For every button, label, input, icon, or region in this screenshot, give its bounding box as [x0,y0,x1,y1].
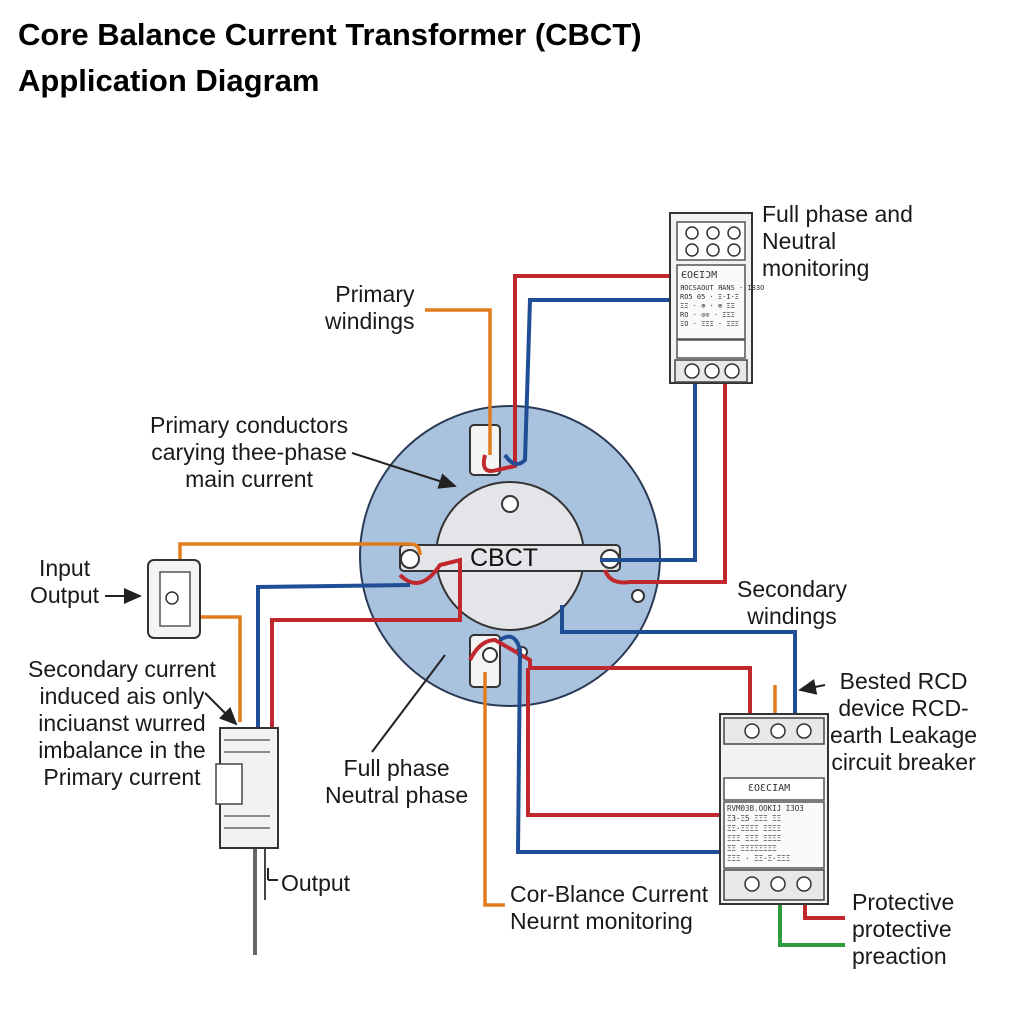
label-secondary-current: Secondary current induced ais only inciu… [28,656,216,790]
earth-wire [778,890,845,947]
label-output: Output [281,870,351,896]
label-primary-windings: Primary windings [325,281,415,334]
top-relay-brand: ЄOЄIƆM [681,270,718,281]
top-relay-print: ЯOCSAOUT ЯΑNS · I83O RO5 05 · Ξ·I·Ξ ΞΞ ·… [680,284,765,328]
cbct-center-label: CBCT [470,544,539,572]
title-line-2: Application Diagram [18,63,320,98]
label-primary-conductors: Primary conductors carying thee-phase ma… [150,412,349,492]
label-secondary-windings: Secondary windings [737,576,847,629]
label-bested-rcd: Bested RCD device RCD- earth Leakage cir… [830,668,978,775]
leader-lines [105,452,826,881]
rcd-print: RVMΘ3B.OOKIJ I3O3 Ξ3·Ξ5 ΞΞΞ ΞΞ ΞΞ·ΞΞΞΞ Ξ… [727,804,804,863]
secondary-sensor-device [215,727,279,849]
signal-wires [178,308,777,907]
label-protective: Protective protective preaction [852,889,955,969]
label-cor-blance: Cor-Blance Current Neurnt monitoring [510,881,709,934]
phase-wires [263,274,845,920]
top-terminal-lug [469,424,501,476]
label-input-output: Input Output [30,555,100,608]
title-line-1: Core Balance Current Transformer (CBCT) [18,17,642,52]
top-relay-device [669,212,753,384]
rcd-brand: ƐOƐCIAM [748,783,791,794]
rcd-device [719,713,829,905]
label-full-phase-neutral-phase: Full phase Neutral phase [325,755,469,808]
input-output-connector [147,559,201,639]
label-full-phase-neutral-monitoring: Full phase and Neutral monitoring [762,201,913,281]
diagram-title: Core Balance Current Transformer (CBCT) … [18,12,642,104]
